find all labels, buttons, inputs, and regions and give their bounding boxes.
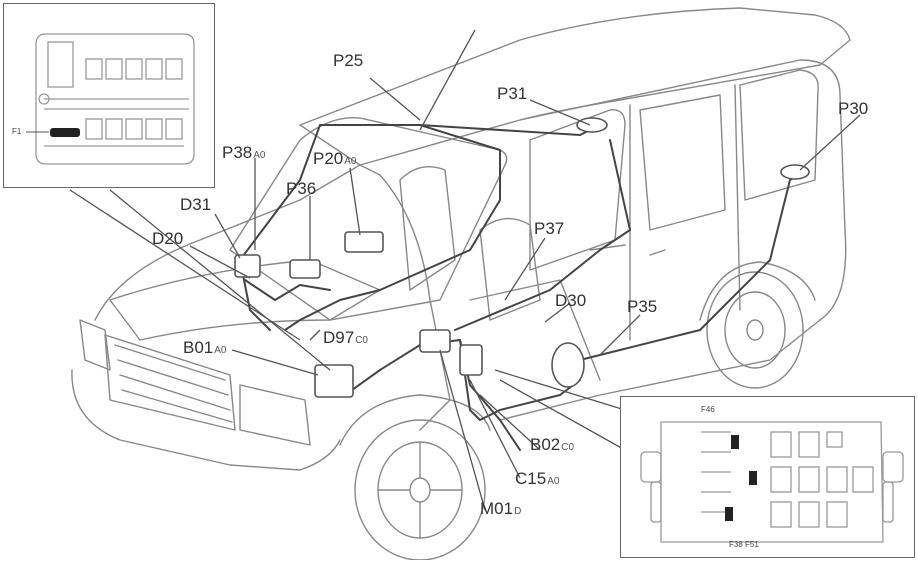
van-side-window-2 <box>639 94 726 231</box>
label-p36: P36 <box>286 179 317 198</box>
harness-side <box>454 139 631 331</box>
component-p30 <box>780 164 810 180</box>
harness-main <box>239 124 501 331</box>
van-side-window-1 <box>529 109 626 271</box>
front-wheel <box>354 419 486 560</box>
component-b01 <box>314 364 354 398</box>
van-roof-outline <box>299 7 851 166</box>
seat-rear <box>479 217 541 321</box>
label-p25: P25 <box>333 51 364 70</box>
label-d20: D20 <box>152 229 184 248</box>
fuse-box-inset-right: F46 F38 F51 <box>620 396 915 558</box>
label-d30: D30 <box>555 291 587 310</box>
label-p35: P35 <box>627 297 658 316</box>
van-front-outline <box>94 164 451 431</box>
fuse-f38 <box>725 507 733 521</box>
van-bumper <box>71 369 341 471</box>
fuse-f46 <box>731 435 739 449</box>
van-side-window-3 <box>739 69 819 201</box>
label-p30: P30 <box>838 99 869 118</box>
van-grille <box>104 334 236 431</box>
label-p31: P31 <box>497 84 528 103</box>
label-b01: B01A0 <box>183 338 227 357</box>
component-p36 <box>289 259 321 279</box>
label-b02: B02C0 <box>530 435 575 454</box>
component-junction <box>419 329 451 353</box>
component-p35 <box>551 342 585 388</box>
label-d31: D31 <box>180 195 212 214</box>
component-d31 <box>234 254 261 278</box>
label-p20: P20A0 <box>313 149 357 168</box>
label-c15: C15A0 <box>515 469 560 488</box>
rear-wheel <box>706 271 804 389</box>
label-p38: P38A0 <box>222 143 266 162</box>
van-headlight-left <box>79 319 111 371</box>
component-p20 <box>344 231 384 253</box>
fuse-f38-f51-label: F38 F51 <box>729 540 759 549</box>
component-p31 <box>576 117 608 133</box>
label-p37: P37 <box>534 219 565 238</box>
seat-front <box>399 166 456 291</box>
fuse-box-drawing <box>26 33 195 165</box>
fuse-box-inset-left: F1 <box>3 3 215 188</box>
van-side-outline <box>499 59 847 421</box>
label-m01: M01D <box>480 499 522 518</box>
fuse-f1-label: F1 <box>12 127 22 136</box>
label-d97: D97C0 <box>323 328 368 347</box>
van-headlight-right <box>239 384 311 446</box>
component-c15 <box>459 344 483 376</box>
fuse-f46-label: F46 <box>701 405 715 414</box>
fuse-f1 <box>50 128 80 137</box>
relay-box-drawing <box>640 421 904 543</box>
fuse-f51 <box>749 471 757 485</box>
